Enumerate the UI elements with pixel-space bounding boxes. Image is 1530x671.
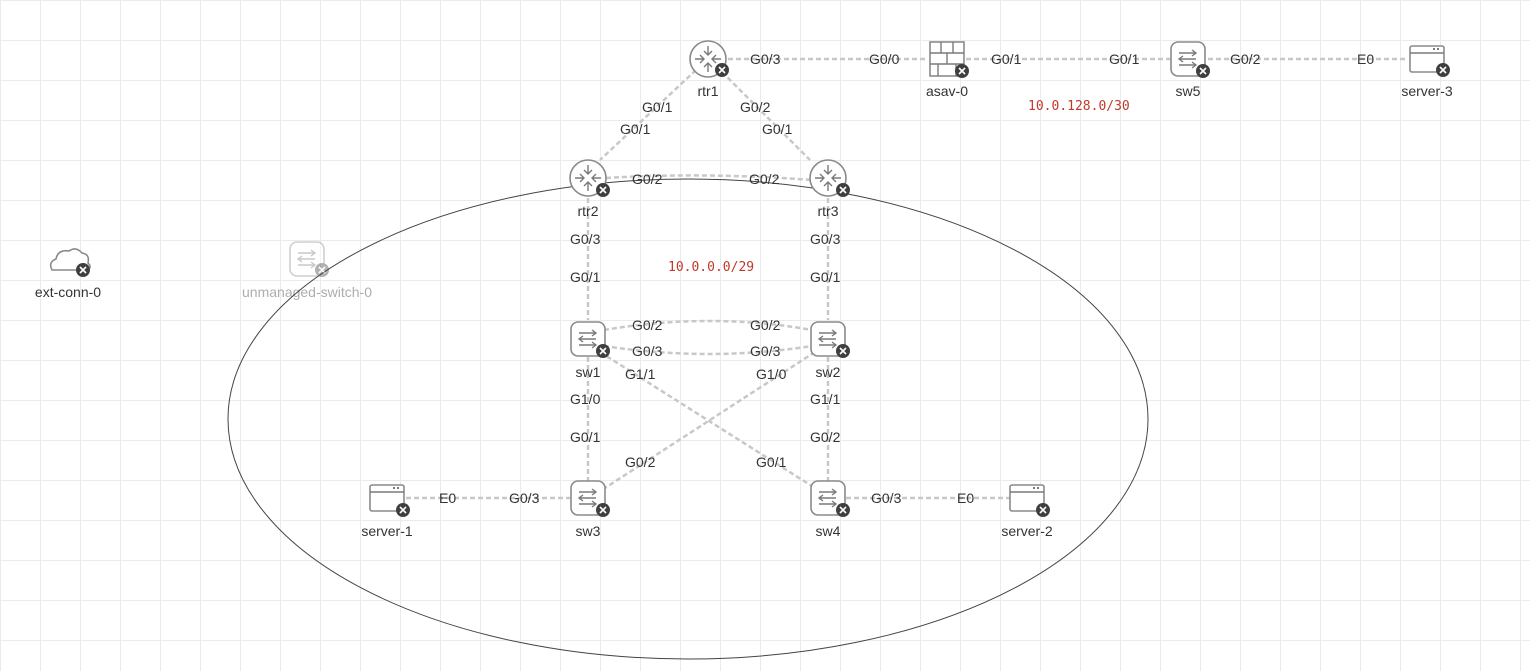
close-icon[interactable] [395,502,411,518]
port-label: G0/0 [869,51,900,67]
subnet-label-core: 10.0.0.0/29 [668,260,754,275]
close-icon[interactable] [1035,502,1051,518]
node-label: sw4 [816,523,841,539]
port-label: G0/3 [632,343,663,359]
close-icon[interactable] [1435,62,1451,78]
port-label: G0/3 [570,231,601,247]
port-label: G0/3 [810,231,841,247]
port-label: G0/2 [740,99,771,115]
close-icon[interactable] [595,502,611,518]
port-label: G0/2 [625,454,656,470]
node-sw2[interactable]: sw2 [810,321,851,380]
port-label: G1/0 [756,366,787,382]
node-label: rtr2 [578,203,599,219]
node-asav-0[interactable]: asav-0 [926,41,970,99]
close-icon[interactable] [595,343,611,359]
port-label: G0/2 [632,317,663,333]
node-label: ext-conn-0 [35,284,101,300]
port-label: G0/1 [570,429,601,445]
node-label: sw5 [1176,83,1201,99]
close-icon[interactable] [595,182,611,198]
node-rtr3[interactable]: rtr3 [809,159,851,219]
port-label: G0/2 [810,429,841,445]
port-label: G0/1 [570,269,601,285]
close-icon[interactable] [1195,63,1211,79]
port-labels: G0/3 G0/0 G0/1 G0/1 G0/2 E0 G0/1 G0/1 G0… [439,51,1374,506]
port-label: G0/1 [762,121,793,137]
close-icon[interactable] [75,262,91,278]
node-label: asav-0 [926,83,968,99]
node-sw5[interactable]: sw5 [1170,41,1211,99]
port-label: G0/3 [750,343,781,359]
subnet-label-edge: 10.0.128.0/30 [1028,99,1130,114]
node-label: server-3 [1401,83,1453,99]
node-label: sw3 [576,523,601,539]
port-label: G0/1 [642,99,673,115]
port-label: G0/2 [632,171,663,187]
close-icon[interactable] [835,502,851,518]
node-sw1[interactable]: sw1 [570,321,611,380]
port-label: G1/1 [810,391,841,407]
port-label: G0/2 [750,317,781,333]
node-label: rtr3 [818,203,839,219]
port-label: G0/2 [1230,51,1261,67]
close-icon[interactable] [714,62,730,78]
port-label: G0/1 [810,269,841,285]
port-label: E0 [439,490,456,506]
node-server-2[interactable]: server-2 [1001,484,1053,539]
node-label: server-2 [1001,523,1053,539]
port-label: G0/1 [620,121,651,137]
node-sw4[interactable]: sw4 [810,480,851,539]
port-label: G0/1 [1109,51,1140,67]
port-label: G1/1 [625,366,656,382]
links [406,57,1408,500]
node-label: server-1 [361,523,413,539]
node-label: sw2 [816,364,841,380]
node-ext-conn-0[interactable]: ext-conn-0 [35,248,101,300]
port-label: G0/1 [756,454,787,470]
port-label: E0 [957,490,974,506]
node-label: rtr1 [698,83,719,99]
node-unmanaged-switch-0[interactable]: unmanaged-switch-0 [242,241,372,300]
close-icon[interactable] [835,182,851,198]
node-sw3[interactable]: sw3 [570,480,611,539]
port-label: G0/3 [871,490,902,506]
port-label: G0/3 [750,51,781,67]
close-icon[interactable] [954,63,970,79]
node-server-1[interactable]: server-1 [361,484,413,539]
port-label: E0 [1357,51,1374,67]
port-label: G0/1 [991,51,1022,67]
node-label: sw1 [576,364,601,380]
node-rtr1[interactable]: rtr1 [689,40,730,99]
close-icon[interactable] [314,262,330,278]
port-label: G1/0 [570,391,601,407]
node-rtr2[interactable]: rtr2 [569,159,611,219]
close-icon[interactable] [835,343,851,359]
node-server-3[interactable]: server-3 [1401,45,1453,99]
node-label: unmanaged-switch-0 [242,284,372,300]
port-label: G0/2 [749,171,780,187]
port-label: G0/3 [509,490,540,506]
core-ellipse [227,178,1149,660]
